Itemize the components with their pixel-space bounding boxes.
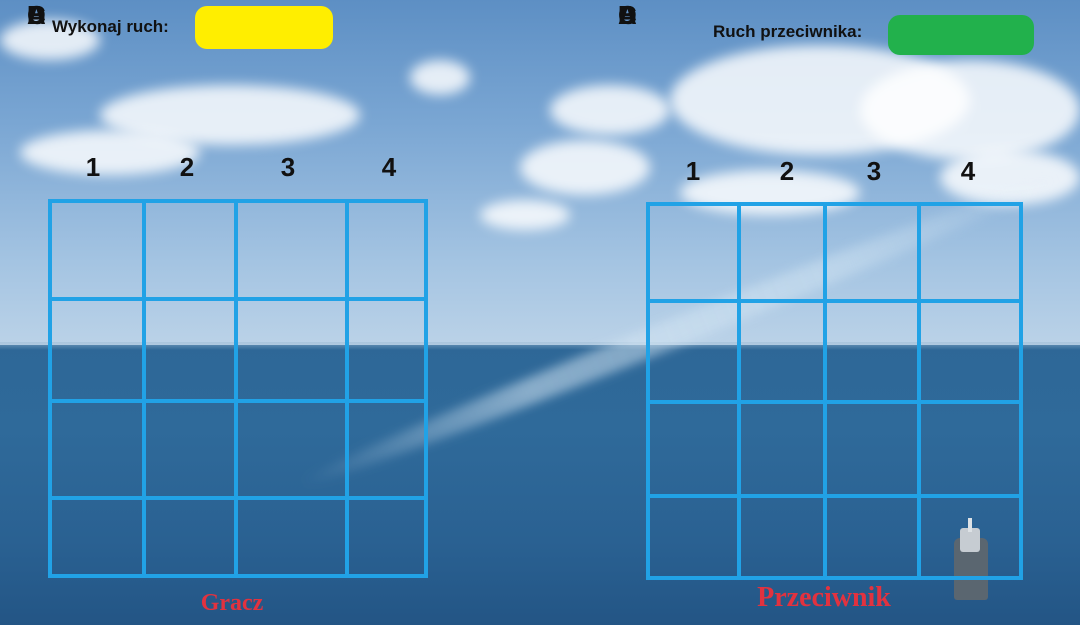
grid-line-vertical bbox=[917, 202, 921, 580]
opponent-move-indicator bbox=[888, 15, 1034, 55]
opponent-cell-b4[interactable] bbox=[919, 301, 1021, 402]
cloud bbox=[480, 200, 570, 230]
grid-line-horizontal bbox=[48, 399, 428, 403]
row-label-d: D bbox=[618, 0, 637, 30]
row-label-a: A bbox=[27, 0, 46, 30]
player-cell-d1[interactable] bbox=[50, 498, 144, 576]
row-label-d: D bbox=[27, 0, 46, 30]
opponent-move-label: Ruch przeciwnika: bbox=[713, 22, 863, 41]
player-cell-c3[interactable] bbox=[236, 401, 347, 498]
player-cell-d3[interactable] bbox=[236, 498, 347, 576]
grid-line-vertical bbox=[142, 199, 146, 578]
player-cell-a2[interactable] bbox=[144, 201, 236, 299]
cloud bbox=[20, 130, 200, 175]
opponent-cell-c2[interactable] bbox=[739, 402, 825, 496]
column-label-1: 1 bbox=[685, 156, 701, 186]
cloud bbox=[680, 170, 860, 215]
opponent-cell-a3[interactable] bbox=[825, 204, 919, 301]
player-cell-c1[interactable] bbox=[50, 401, 144, 498]
opponent-cell-c3[interactable] bbox=[825, 402, 919, 496]
grid-line-horizontal bbox=[646, 202, 1023, 206]
opponent-cell-b3[interactable] bbox=[825, 301, 919, 402]
your-move-label: Wykonaj ruch: bbox=[52, 17, 169, 36]
opponent-cell-a1[interactable] bbox=[648, 204, 739, 301]
opponent-cell-b2[interactable] bbox=[739, 301, 825, 402]
player-cell-b4[interactable] bbox=[347, 299, 426, 401]
opponent-cell-d2[interactable] bbox=[739, 496, 825, 578]
grid-line-horizontal bbox=[646, 576, 1023, 580]
row-label-b: B bbox=[27, 0, 46, 30]
player-cell-b1[interactable] bbox=[50, 299, 144, 401]
grid-line-vertical bbox=[48, 199, 52, 578]
opponent-cell-a4[interactable] bbox=[919, 204, 1021, 301]
opponent-cell-d1[interactable] bbox=[648, 496, 739, 578]
grid-line-horizontal bbox=[48, 574, 428, 578]
opponent-cell-c4[interactable] bbox=[919, 402, 1021, 496]
player-cell-a4[interactable] bbox=[347, 201, 426, 299]
player-cell-b3[interactable] bbox=[236, 299, 347, 401]
grid-line-horizontal bbox=[646, 494, 1023, 498]
opponent-board-caption: Przeciwnik bbox=[757, 581, 891, 613]
ship-deck bbox=[960, 528, 980, 552]
grid-line-horizontal bbox=[48, 496, 428, 500]
opponent-cell-d3[interactable] bbox=[825, 496, 919, 578]
horizon bbox=[0, 342, 1080, 350]
grid-line-vertical bbox=[234, 199, 238, 578]
player-cell-d4[interactable] bbox=[347, 498, 426, 576]
grid-line-vertical bbox=[823, 202, 827, 580]
player-cell-c2[interactable] bbox=[144, 401, 236, 498]
ship-mast bbox=[968, 518, 972, 532]
opponent-cell-d4[interactable] bbox=[919, 496, 1021, 578]
row-label-a: A bbox=[618, 0, 637, 30]
cloud bbox=[0, 20, 100, 60]
player-cell-d2[interactable] bbox=[144, 498, 236, 576]
cloud bbox=[410, 60, 470, 95]
grid-line-vertical bbox=[737, 202, 741, 580]
player-cell-a1[interactable] bbox=[50, 201, 144, 299]
grid-line-horizontal bbox=[48, 199, 428, 203]
column-label-4: 4 bbox=[381, 152, 397, 182]
player-board-caption: Gracz bbox=[200, 590, 264, 617]
opponent-cell-c1[interactable] bbox=[648, 402, 739, 496]
grid-line-vertical bbox=[646, 202, 650, 580]
grid-line-horizontal bbox=[646, 299, 1023, 303]
column-label-2: 2 bbox=[179, 152, 195, 182]
player-cell-b2[interactable] bbox=[144, 299, 236, 401]
cloud bbox=[860, 60, 1080, 160]
opponent-cell-a2[interactable] bbox=[739, 204, 825, 301]
column-label-1: 1 bbox=[85, 152, 101, 182]
grid-line-vertical bbox=[424, 199, 428, 578]
row-label-c: C bbox=[618, 0, 637, 30]
column-label-2: 2 bbox=[779, 156, 795, 186]
row-label-b: B bbox=[618, 0, 637, 30]
grid-line-horizontal bbox=[48, 297, 428, 301]
column-label-3: 3 bbox=[866, 156, 882, 186]
cloud bbox=[550, 85, 670, 135]
grid-line-horizontal bbox=[646, 400, 1023, 404]
grid-line-vertical bbox=[1019, 202, 1023, 580]
column-label-4: 4 bbox=[960, 156, 976, 186]
your-move-indicator bbox=[195, 6, 333, 49]
column-label-3: 3 bbox=[280, 152, 296, 182]
player-cell-a3[interactable] bbox=[236, 201, 347, 299]
opponent-cell-b1[interactable] bbox=[648, 301, 739, 402]
player-cell-c4[interactable] bbox=[347, 401, 426, 498]
row-label-c: C bbox=[27, 0, 46, 30]
cloud bbox=[520, 140, 650, 195]
grid-line-vertical bbox=[345, 199, 349, 578]
